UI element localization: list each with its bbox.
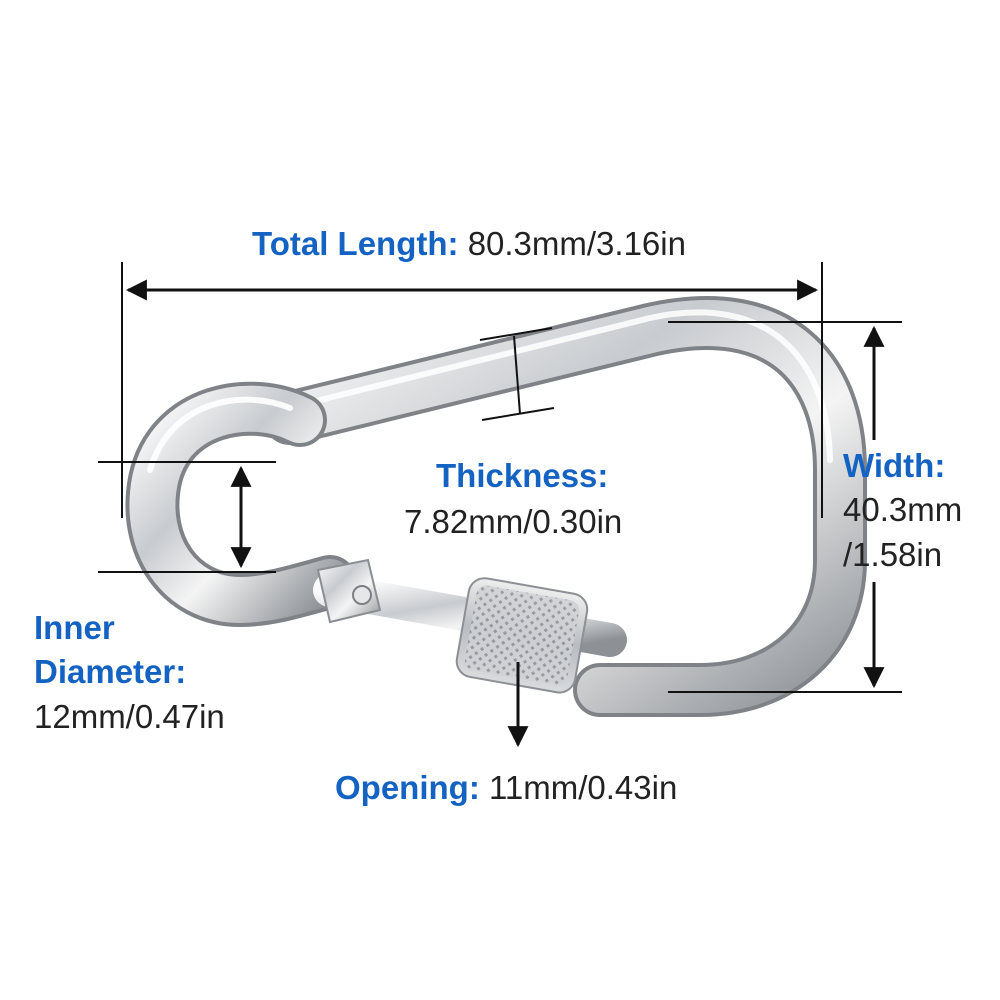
inner-diameter-label-line1: Inner [34, 608, 115, 648]
width-dimension [668, 321, 902, 693]
width-value-line2: /1.58in [843, 536, 943, 573]
thickness-bar [513, 335, 521, 415]
total-length-dimension [121, 262, 823, 518]
screw-lock-sleeve [455, 577, 589, 694]
opening-value: 11mm/0.43in [488, 769, 678, 806]
carabiner-loop [129, 385, 353, 624]
thickness-tick-bottom [481, 407, 555, 421]
carabiner-frame [267, 300, 863, 713]
inner-diameter-dimension [98, 461, 276, 573]
gate-rivet [352, 585, 372, 605]
width-key: Width: [843, 447, 946, 484]
width-label: Width: [843, 446, 945, 486]
inner-diameter-value: 12mm/0.47in [34, 698, 225, 735]
carabiner-frame-highlight [297, 309, 833, 463]
thickness-dimension [479, 327, 555, 421]
inner-diameter-key-line1: Inner [34, 609, 115, 646]
total-length-label: Total Length: 80.3mm/3.16in [252, 224, 686, 264]
thickness-key: Thickness: [436, 457, 609, 494]
gate-hinge [316, 558, 382, 624]
width-value-line1: 40.3mm [843, 491, 963, 528]
carabiner-body [125, 296, 867, 717]
inner-diameter-label-line2: Diameter: [34, 652, 186, 692]
width-value-line1-label: 40.3mm [843, 490, 962, 530]
total-length-key: Total Length: [252, 225, 459, 262]
thickness-value: 7.82mm/0.30in [404, 503, 623, 540]
thickness-label: Thickness: [436, 456, 608, 496]
inner-diameter-value-label: 12mm/0.47in [34, 697, 225, 737]
thickness-tick-top [479, 327, 553, 341]
opening-label: Opening: 11mm/0.43in [335, 768, 677, 808]
total-length-value: 80.3mm/3.16in [467, 225, 686, 262]
thickness-value-label: 7.82mm/0.30in [404, 502, 622, 542]
width-value-line2-label: /1.58in [843, 535, 942, 575]
opening-key: Opening: [335, 769, 480, 806]
carabiner-loop-highlight [147, 396, 293, 473]
inner-diameter-key-line2: Diameter: [34, 653, 187, 690]
